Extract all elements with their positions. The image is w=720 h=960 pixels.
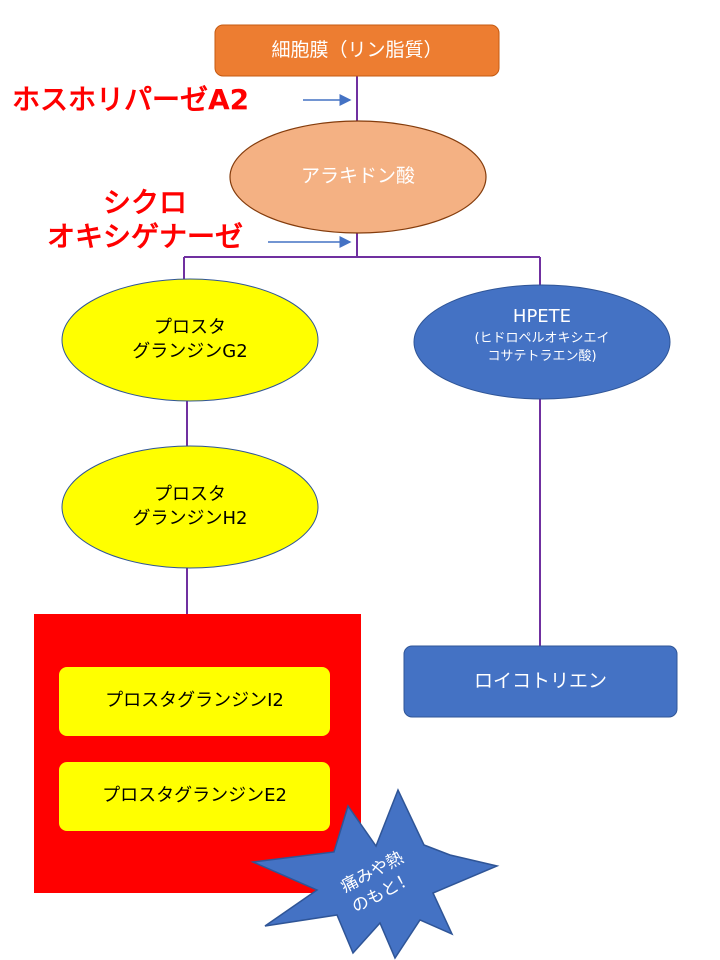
pge2-box: [59, 762, 330, 831]
leukotriene-label: ロイコトリエン: [473, 669, 607, 692]
prostaglandin-products-box: [34, 614, 361, 893]
hpete-label-group: HPETE (ヒドロペルオキシエイ コサテトラエン酸): [430, 305, 654, 365]
phospholipase-label: ホスホリパーゼA2: [12, 83, 250, 116]
pain-fever-starburst: [250, 788, 500, 960]
cyclooxygenase-label: シクロ オキシゲナーゼ: [46, 186, 243, 253]
pgi2-box: [59, 667, 330, 736]
pgi2-label: プロスタグランジンI2: [105, 690, 284, 712]
pgg2-ellipse: [61, 278, 319, 402]
hpete-subtitle: (ヒドロペルオキシエイ コサテトラエン酸): [474, 331, 610, 364]
arachidonic-label: アラキドン酸: [300, 165, 415, 188]
pgh2-label: プロスタ グランジンH2: [132, 483, 248, 529]
hpete-title: HPETE: [512, 306, 572, 327]
membrane-box: [214, 24, 500, 77]
hpete-ellipse: [413, 284, 671, 400]
leukotriene-box: [403, 645, 678, 718]
connector-lines: [183, 76, 541, 646]
arachidonic-ellipse: [229, 120, 487, 234]
membrane-label: 細胞膜（リン脂質）: [271, 38, 443, 61]
pgh2-ellipse: [61, 445, 319, 569]
pgg2-label: プロスタ グランジンG2: [132, 316, 248, 362]
pge2-label: プロスタグランジンE2: [102, 785, 287, 807]
